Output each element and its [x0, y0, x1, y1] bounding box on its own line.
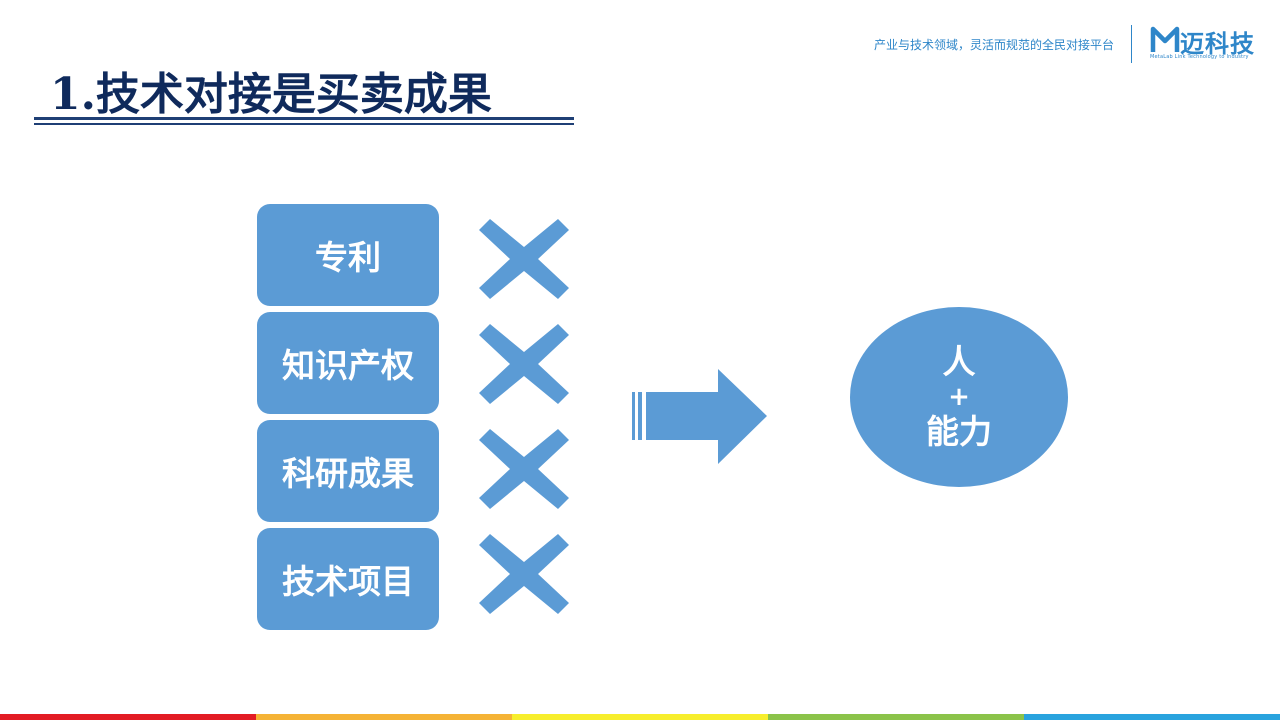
footer-segment	[0, 714, 256, 720]
result-ability: 能力	[926, 412, 992, 451]
title-rule-top	[34, 117, 574, 120]
footer-segment	[1024, 714, 1280, 720]
title-rule-bottom	[34, 123, 574, 125]
brand-divider	[1131, 25, 1132, 63]
brand-subtitle: MetaLab Link Technology to Industry	[1150, 54, 1249, 60]
cross-icon	[479, 219, 569, 299]
item-box-ip: 知识产权	[257, 312, 439, 414]
footer-segment	[256, 714, 512, 720]
footer-segment	[768, 714, 1024, 720]
cross-icon	[479, 429, 569, 509]
footer-color-bar	[0, 714, 1280, 720]
arrow-right-icon	[632, 369, 767, 464]
footer-segment	[512, 714, 768, 720]
result-person: 人	[942, 342, 976, 381]
cross-icon	[479, 534, 569, 614]
item-box-tech-project: 技术项目	[257, 528, 439, 630]
page-title: 1.技术对接是买卖成果	[50, 69, 492, 120]
brand-name: 迈科技	[1180, 30, 1255, 58]
cross-icon	[479, 324, 569, 404]
tagline: 产业与技术领域，灵活而规范的全民对接平台	[873, 38, 1114, 52]
brand-m-icon	[1150, 26, 1180, 52]
item-box-patent: 专利	[257, 204, 439, 306]
result-plus: +	[948, 382, 970, 412]
result-circle: 人 + 能力	[850, 307, 1068, 487]
brand-logo: 迈科技 MetaLab Link Technology to Industry	[1148, 24, 1260, 64]
item-box-research-results: 科研成果	[257, 420, 439, 522]
